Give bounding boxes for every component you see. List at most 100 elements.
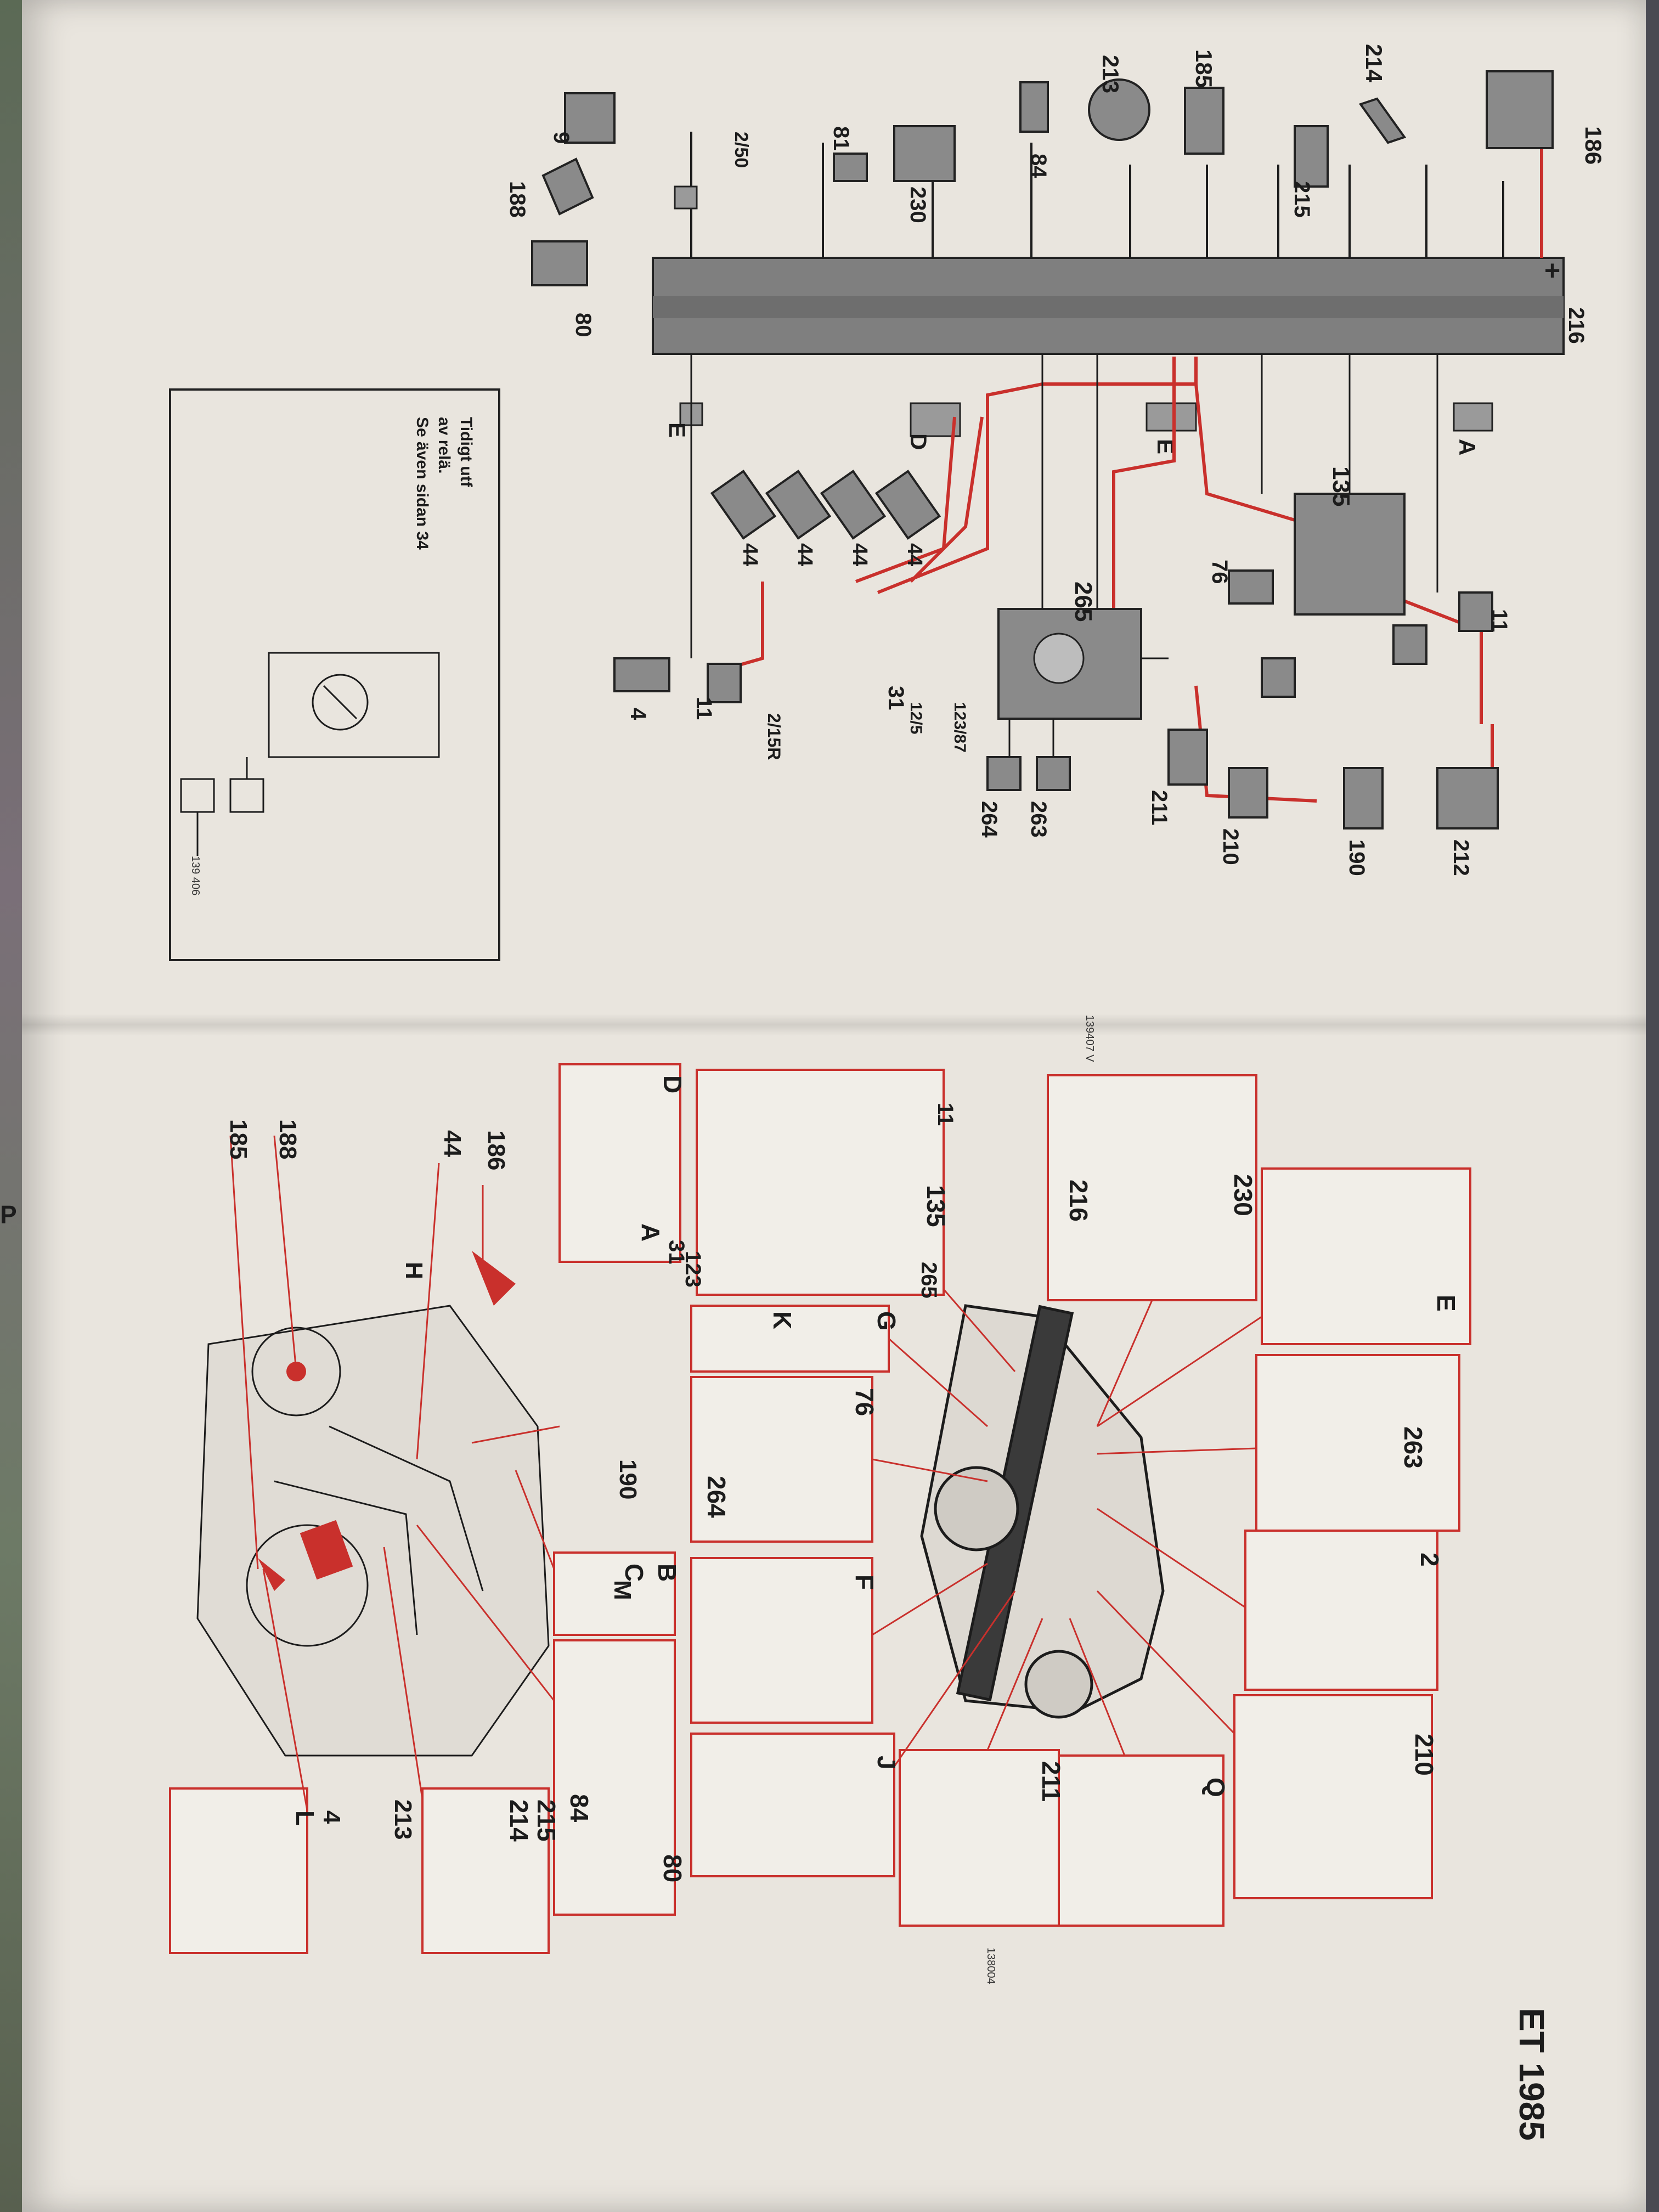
panel-211	[899, 1749, 1060, 1927]
engine-label-185: 185	[225, 1119, 252, 1159]
component-label-230: 230	[906, 187, 930, 223]
panel-L	[169, 1787, 308, 1954]
leader-lines	[872, 1289, 1262, 1767]
component-4	[613, 657, 670, 692]
component-265	[997, 608, 1142, 720]
panel-title-F: F	[850, 1575, 879, 1590]
panel-135-label-3: 31	[664, 1240, 689, 1265]
panel-215-214	[421, 1787, 550, 1954]
panel-title-80: 80	[658, 1854, 687, 1882]
component-label-263: 263	[1026, 801, 1051, 838]
label-11-a: 11	[1487, 609, 1511, 632]
panel-sub-80: 84	[565, 1794, 594, 1822]
component-84	[1019, 81, 1049, 133]
red-harness	[724, 357, 1494, 823]
panel-title-E: E	[1432, 1295, 1460, 1312]
panel-135-label-0: 11	[933, 1103, 957, 1126]
panel-title-211: 211	[1037, 1761, 1065, 1802]
panel-title-2: 2	[1415, 1553, 1444, 1567]
component-label-9: 9	[549, 132, 573, 144]
coil-cyl-2	[820, 470, 887, 540]
locator-panels	[169, 1063, 1471, 1954]
relay-note-box	[169, 388, 500, 961]
coil-cyl-4	[710, 470, 777, 540]
component-76	[1228, 569, 1274, 605]
engine-label-H: H	[400, 1262, 427, 1279]
bus-plus-sign: +	[1544, 255, 1560, 286]
component-80	[531, 240, 588, 286]
component-264	[986, 756, 1022, 791]
coil-cyl-1	[874, 470, 941, 540]
engine-label-186: 186	[483, 1130, 510, 1170]
component-label-265: 265	[1070, 582, 1097, 622]
panel-title-263: 263	[1399, 1426, 1427, 1469]
signal-wires	[690, 354, 1438, 757]
panel-title-76: 76	[850, 1388, 879, 1416]
panel-230	[1047, 1074, 1257, 1301]
panel-135-label-2: 123	[681, 1251, 705, 1288]
panel-2	[1244, 1530, 1438, 1691]
component-9	[564, 92, 616, 144]
component-11-a	[1458, 591, 1493, 632]
engine-leader-lines	[229, 1135, 560, 1811]
ref-code-right: 139407 V	[1084, 1015, 1096, 1062]
footer-title: ET 1985	[1512, 2008, 1551, 2141]
car-illustration	[920, 1304, 1165, 1719]
component-locator: 138004	[169, 1063, 1471, 1984]
component-213	[1088, 78, 1150, 141]
component-label-212: 212	[1449, 839, 1473, 876]
ref-2-15R: 2/15R	[764, 713, 784, 760]
panel-sub-76: 264	[702, 1476, 731, 1518]
panel-title-210: 210	[1410, 1734, 1438, 1776]
panel-title-L: L	[291, 1810, 319, 1826]
panel-extra-230: P	[0, 1200, 17, 1229]
panel-title-135: 135	[922, 1185, 950, 1227]
coil-label-2: 44	[848, 543, 871, 566]
panel-title-G: G	[872, 1311, 901, 1331]
engine-label-190: 190	[614, 1459, 641, 1499]
panel-sub-D: A	[636, 1223, 665, 1242]
panel-sub-B: C	[620, 1564, 648, 1582]
control-unit-dial	[1033, 633, 1085, 684]
component-186	[1486, 70, 1554, 149]
engine-label-M: M	[609, 1580, 636, 1600]
connector-blocks	[674, 185, 1493, 437]
connector-E2-label: E	[664, 422, 690, 438]
ref-2-50: 2/50	[731, 132, 752, 168]
engine-illustration	[196, 1251, 550, 1757]
label-11-d: 11	[692, 697, 716, 720]
engine-label-188: 188	[274, 1119, 301, 1159]
panel-title-J: J	[872, 1756, 901, 1770]
component-11-d	[707, 663, 742, 703]
component-210	[1228, 767, 1268, 819]
component-212	[1436, 767, 1499, 830]
component-label-190: 190	[1345, 839, 1369, 876]
component-190	[1343, 767, 1384, 830]
component-label-264: 264	[977, 801, 1001, 838]
label-31: 31	[884, 686, 908, 710]
panel-title-D: D	[658, 1075, 687, 1093]
panel-263	[1255, 1354, 1460, 1532]
component-label-213: 213	[1098, 55, 1124, 93]
component-215	[1294, 125, 1329, 188]
component-label-76: 76	[1207, 560, 1232, 584]
component-label-81: 81	[829, 126, 853, 151]
component-185	[1184, 87, 1224, 155]
wiring-schematic: 216 + 186 214 215 185 213	[169, 44, 1606, 1062]
locator-ref-code: 138004	[985, 1948, 997, 1984]
relay-note-ref-code: 139 406	[189, 856, 201, 895]
ignition-coils: 44 44 44 44	[710, 470, 941, 566]
component-label-215: 215	[1290, 181, 1314, 218]
engine-label-4: 4	[318, 1810, 345, 1824]
component-188	[541, 157, 594, 216]
panel-title-Q: Q	[1201, 1778, 1230, 1797]
coil-cyl-3	[765, 470, 832, 540]
component-11-b	[1392, 624, 1427, 665]
component-label-214: 214	[1361, 44, 1387, 83]
panel-D-A	[558, 1063, 681, 1263]
engine-label-213: 213	[390, 1799, 416, 1839]
component-230	[893, 125, 956, 182]
page-fold	[22, 1014, 1646, 1036]
ref-12-5: 12/5	[907, 702, 925, 734]
